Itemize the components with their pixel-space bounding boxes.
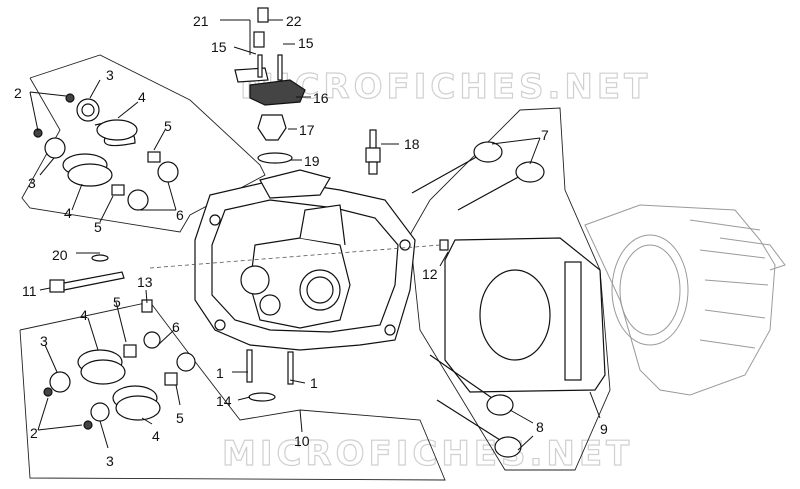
callout-18: 18 [404, 136, 420, 152]
watermark-bottom: MICROFICHES.NET [222, 434, 633, 474]
o-ring-small [248, 392, 276, 402]
leader-lines [29, 19, 601, 451]
callout-4c: 4 [80, 307, 88, 323]
callout-17: 17 [299, 122, 315, 138]
valves-upper [411, 141, 545, 211]
callout-2b: 2 [30, 425, 38, 441]
watermark-top: MICROFICHES.NET [240, 67, 651, 107]
cylinder-head [194, 169, 416, 351]
callout-22: 22 [286, 13, 302, 29]
callout-9: 9 [600, 421, 608, 437]
callout-5d: 5 [176, 410, 184, 426]
group-outline-upper-valves [21, 54, 266, 233]
callout-15b: 15 [298, 35, 314, 51]
callout-14: 14 [216, 393, 232, 409]
callout-12: 12 [422, 266, 438, 282]
callout-19: 19 [304, 153, 320, 169]
spark-plug [365, 129, 381, 175]
callout-5b: 5 [94, 219, 102, 235]
callout-labels: 21 22 15 15 16 17 18 19 7 12 20 11 13 1 … [14, 13, 608, 469]
thermostat-housing [234, 7, 306, 164]
callout-5c: 5 [113, 294, 121, 310]
callout-8: 8 [536, 419, 544, 435]
head-bolt [49, 271, 125, 293]
lower-valve-springs [43, 299, 196, 430]
callout-7: 7 [541, 127, 549, 143]
callout-1a: 1 [216, 365, 224, 381]
callout-20: 20 [52, 247, 68, 263]
cylinder-ghost [584, 204, 786, 396]
callout-4a: 4 [138, 89, 146, 105]
callout-11: 11 [22, 283, 37, 299]
callout-15a: 15 [211, 39, 227, 55]
stud-pair [246, 349, 294, 385]
callout-2a: 2 [14, 85, 22, 101]
callout-3d: 3 [106, 453, 114, 469]
callout-21: 21 [193, 13, 209, 29]
head-gasket [439, 237, 606, 393]
o-ring [91, 254, 109, 262]
upper-valve-springs [33, 93, 179, 211]
callout-4b: 4 [64, 205, 72, 221]
callout-1b: 1 [310, 375, 318, 391]
valves-lower [429, 354, 522, 458]
callout-3b: 3 [28, 175, 36, 191]
callout-13: 13 [137, 274, 153, 290]
callout-10: 10 [294, 433, 310, 449]
callout-5a: 5 [164, 118, 172, 134]
callout-4d: 4 [152, 428, 160, 444]
callout-3c: 3 [40, 333, 48, 349]
callout-6b: 6 [172, 319, 180, 335]
callout-16: 16 [313, 90, 329, 106]
callout-6a: 6 [176, 207, 184, 223]
callout-3a: 3 [106, 67, 114, 83]
